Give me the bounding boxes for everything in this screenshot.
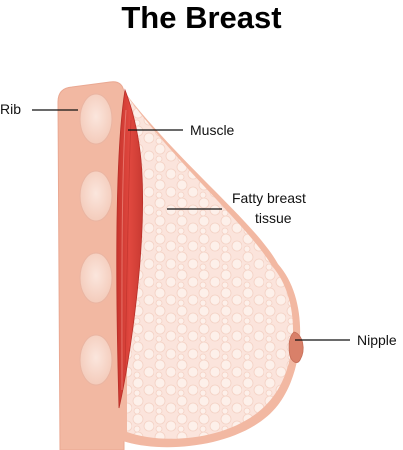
rib-2 <box>79 170 113 222</box>
rib-3 <box>79 252 113 304</box>
fatty-tissue-label-line2: tissue <box>255 210 292 226</box>
fatty-breast-tissue <box>127 96 294 439</box>
fatty-tissue-label-line1: Fatty breast <box>232 190 306 206</box>
rib-label: Rib <box>0 101 21 117</box>
ribs <box>79 93 113 386</box>
rib-1 <box>79 93 113 145</box>
diagram-title: The Breast <box>121 0 282 35</box>
muscle-label: Muscle <box>190 122 235 138</box>
leader-lines <box>32 109 350 341</box>
nipple <box>288 331 304 363</box>
pectoral-muscle <box>116 88 143 409</box>
rib-4 <box>79 334 113 386</box>
nipple-label: Nipple <box>357 332 397 348</box>
